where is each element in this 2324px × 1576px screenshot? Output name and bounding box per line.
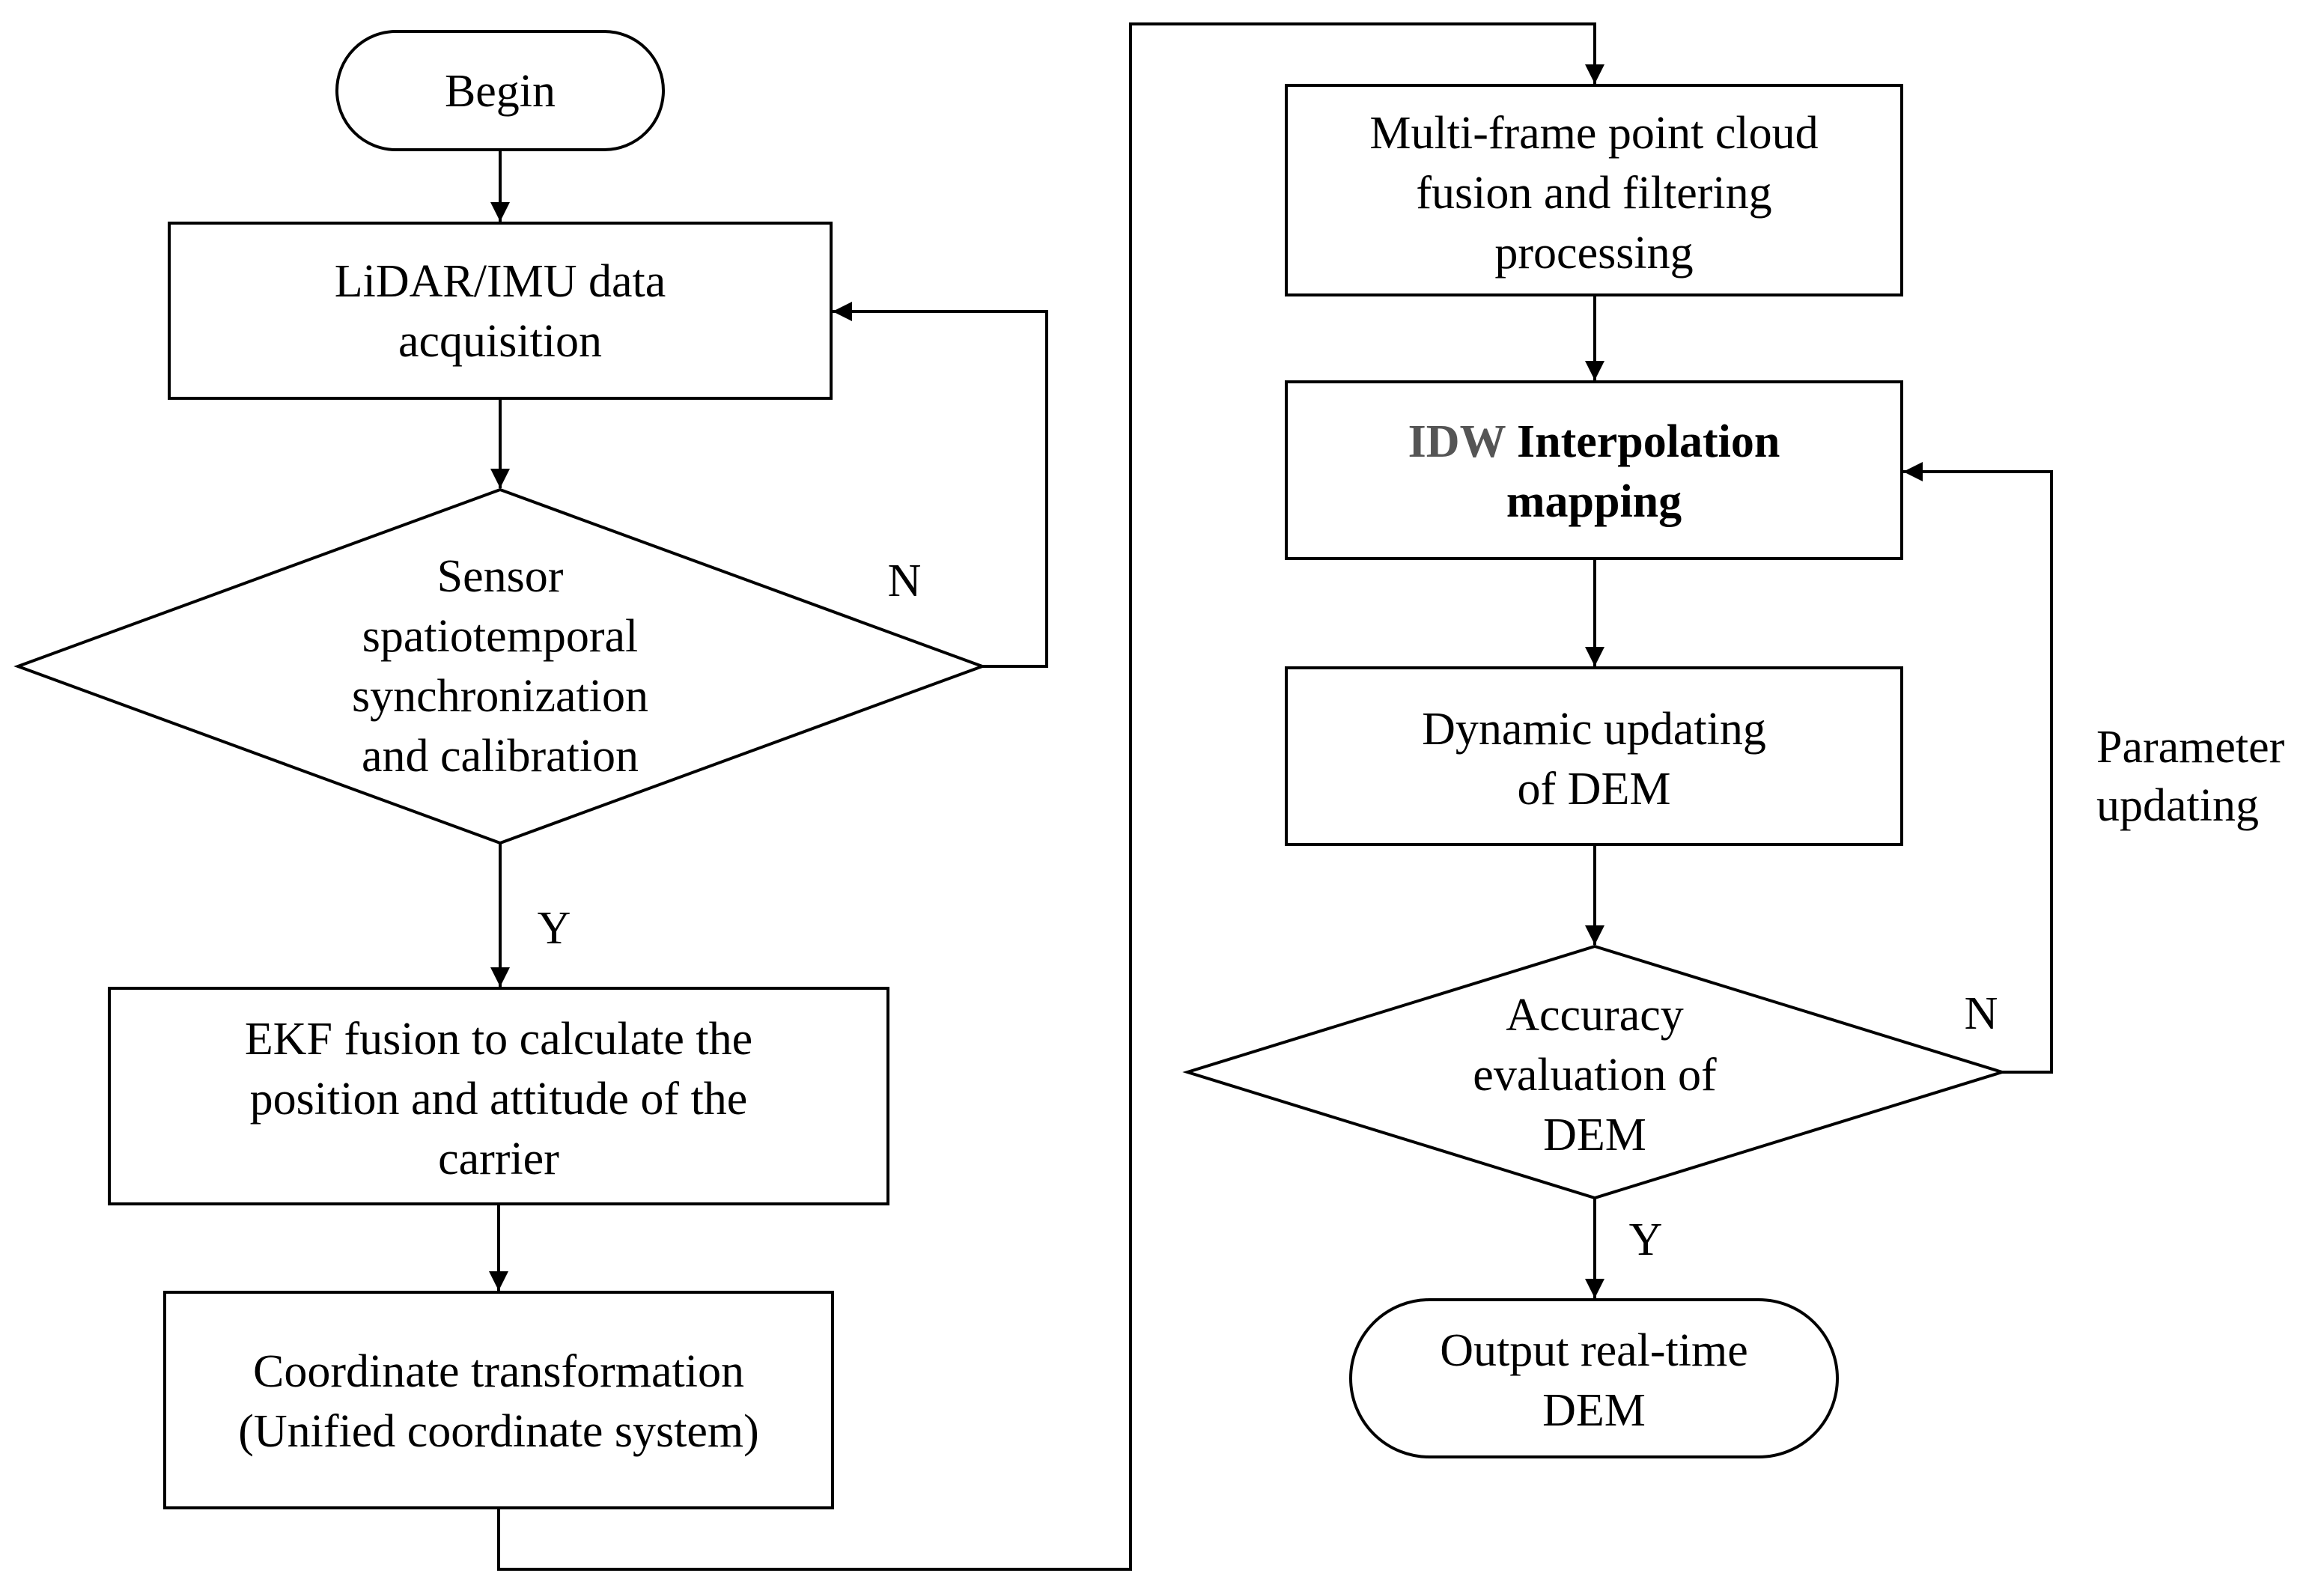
accuracy-no-label: N <box>1965 988 1998 1039</box>
sync-yes-label: Y <box>538 903 571 954</box>
coord-label-line1: Coordinate transformation <box>253 1346 744 1397</box>
acquisition-label-line1: LiDAR/IMU data <box>335 256 666 307</box>
feedback-label-line2: updating <box>2096 780 2259 831</box>
acquisition-box: LiDAR/IMU data acquisition <box>168 222 833 400</box>
feedback-label-line1: Parameter <box>2096 722 2285 773</box>
fusion-box: Multi-frame point cloud fusion and filte… <box>1285 84 1903 296</box>
idw-label-line1: IDW Interpolation <box>1408 416 1780 467</box>
accuracy-label-line1: Accuracy <box>1506 990 1684 1041</box>
dynamic-box: Dynamic updating of DEM <box>1285 666 1903 846</box>
begin-terminal: Begin <box>335 30 665 151</box>
accuracy-label-line2: evaluation of <box>1473 1050 1717 1101</box>
acquisition-label-line2: acquisition <box>398 316 602 367</box>
sync-label-line3: synchronization <box>352 671 648 722</box>
ekf-label-line1: EKF fusion to calculate the <box>245 1014 752 1065</box>
arrow-sync-retry-loop <box>833 302 1048 668</box>
ekf-label-line2: position and attitude of the <box>250 1074 748 1125</box>
idw-label-line2: mapping <box>1506 476 1682 527</box>
idw-prefix: IDW <box>1408 416 1506 467</box>
dynamic-label-line1: Dynamic updating <box>1422 704 1766 755</box>
sync-label-line2: spatiotemporal <box>362 611 638 662</box>
coord-label-line2: (Unified coordinate system) <box>238 1406 759 1457</box>
output-label-line1: Output real-time <box>1440 1325 1747 1376</box>
begin-label: Begin <box>445 66 556 117</box>
output-terminal: Output real-time DEM <box>1349 1298 1839 1458</box>
arrow-coord-to-fusion <box>497 22 1604 1571</box>
sync-label-line4: and calibration <box>362 731 639 782</box>
accuracy-decision: Accuracy evaluation of DEM <box>1182 944 2007 1200</box>
accuracy-label-line3: DEM <box>1543 1110 1646 1160</box>
idw-rest: Interpolation <box>1505 416 1780 467</box>
accuracy-yes-label: Y <box>1629 1214 1663 1265</box>
dynamic-label-line2: of DEM <box>1518 764 1671 815</box>
fusion-label-line3: processing <box>1494 228 1693 279</box>
arrow-parameter-updating-loop <box>1903 462 2053 1074</box>
sync-label-line1: Sensor <box>437 551 564 602</box>
idw-box: IDW Interpolation mapping <box>1285 380 1903 560</box>
ekf-label-line3: carrier <box>438 1134 559 1184</box>
sync-no-label: N <box>888 556 922 606</box>
ekf-box: EKF fusion to calculate the position and… <box>108 987 889 1205</box>
fusion-label-line1: Multi-frame point cloud <box>1369 108 1818 159</box>
output-label-line2: DEM <box>1542 1385 1646 1436</box>
fusion-label-line2: fusion and filtering <box>1416 168 1771 219</box>
sync-decision: Sensor spatiotemporal synchronization an… <box>13 487 987 845</box>
coord-box: Coordinate transformation (Unified coord… <box>163 1291 834 1509</box>
